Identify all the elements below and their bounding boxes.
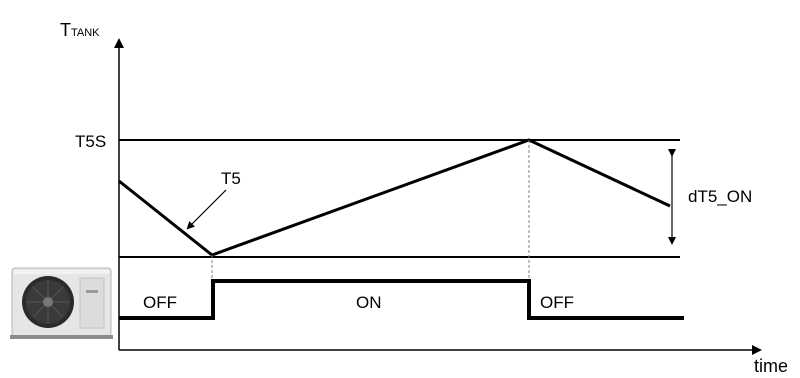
- heat-pump-outdoor-unit-icon: [10, 267, 113, 339]
- off-label-1: OFF: [143, 293, 177, 312]
- t5-label: T5: [221, 169, 241, 188]
- t5-temperature-curve: [118, 138, 671, 257]
- t5s-label: T5S: [75, 132, 106, 151]
- x-axis-label: time: [754, 356, 788, 373]
- on-off-signal: [119, 279, 684, 320]
- on-label: ON: [356, 293, 382, 312]
- y-axis-label: TTANK: [60, 20, 100, 40]
- dt5-on-label: dT5_ON: [688, 187, 752, 206]
- off-label-2: OFF: [540, 293, 574, 312]
- t5-pointer-arrow: [186, 189, 227, 230]
